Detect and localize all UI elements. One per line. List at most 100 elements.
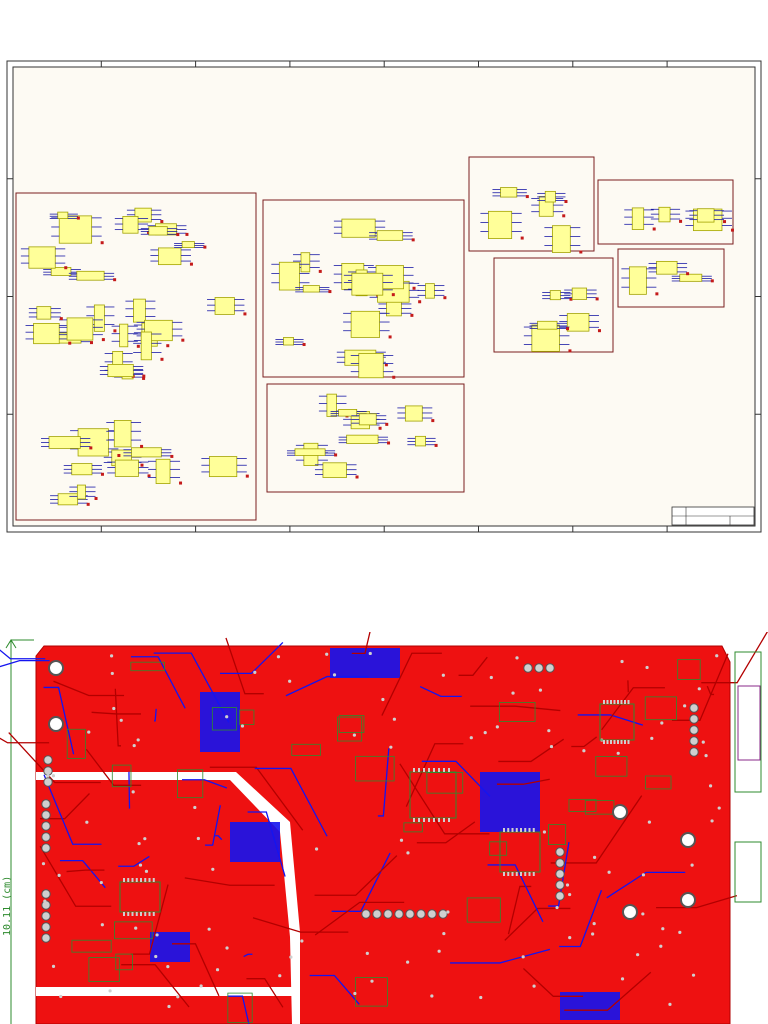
ic-pad [413, 768, 415, 772]
pcb-trace [85, 748, 142, 786]
net-marker [418, 300, 422, 304]
via [207, 927, 211, 931]
via [538, 688, 543, 692]
schematic-part [157, 247, 182, 266]
pcb-trace [172, 943, 220, 997]
via [641, 873, 646, 877]
via [660, 721, 664, 725]
net-marker [564, 200, 568, 204]
connector-pad [523, 663, 533, 673]
net-marker [142, 374, 146, 378]
via [193, 805, 197, 810]
pcb-trace [309, 974, 360, 1005]
silkscreen-outline [548, 824, 567, 846]
silkscreen-outline [644, 696, 677, 721]
schematic-part [57, 211, 69, 219]
via [645, 665, 649, 670]
ic-pad [620, 700, 623, 704]
via [479, 995, 483, 1000]
block-connector [617, 248, 725, 308]
connector-pad [41, 810, 51, 820]
via [565, 883, 570, 887]
silkscreen-outline [354, 977, 388, 1007]
via [430, 994, 434, 998]
board-clearance [36, 987, 300, 996]
ic-pad [507, 828, 510, 832]
pcb-trace [53, 680, 125, 697]
schematic-part [278, 261, 300, 291]
schematic-part [571, 287, 588, 300]
via [41, 862, 46, 866]
via [85, 820, 89, 824]
pcb-layout-view [0, 632, 768, 1024]
block-regulator [468, 156, 595, 254]
net-marker [101, 338, 105, 342]
schematic-part [48, 436, 81, 449]
ic-pad [140, 912, 142, 916]
via [650, 736, 654, 740]
ic-pad [423, 818, 425, 822]
pcb-trace [458, 656, 488, 676]
ic-pad [123, 878, 125, 882]
via [495, 725, 499, 729]
via [547, 729, 551, 733]
schematic-part [76, 484, 86, 500]
net-marker [245, 474, 249, 478]
via [155, 933, 159, 937]
net-marker [355, 475, 359, 479]
schematic-part [214, 297, 235, 315]
bottom-copper-pour [230, 822, 280, 862]
pcb-trace [43, 686, 75, 755]
pcb-trace [225, 637, 264, 695]
via [568, 892, 572, 897]
pcb-trace [153, 652, 230, 723]
ic-pad [433, 818, 435, 822]
connector-pad [41, 843, 51, 853]
schematic-part [358, 353, 384, 379]
pcb-trace [43, 774, 102, 845]
connector-pad [43, 766, 53, 776]
schematic-part [500, 187, 518, 198]
net-marker [391, 293, 395, 297]
net-marker [568, 349, 572, 353]
schematic-part [119, 323, 129, 348]
via [59, 994, 63, 999]
net-marker [113, 329, 117, 333]
schematic-part [58, 215, 93, 244]
pcb-trace [254, 767, 328, 837]
schematic-part [28, 246, 56, 269]
pcb-trace [656, 894, 738, 909]
schematic-part [50, 267, 72, 276]
ic-pad [448, 768, 450, 772]
via [542, 830, 547, 834]
via [314, 847, 319, 851]
silkscreen-outline [595, 755, 628, 777]
connector-pad [689, 703, 699, 713]
via [641, 912, 645, 916]
connector-pad [41, 922, 51, 932]
ic-footprint [599, 700, 635, 744]
connector-pad [41, 911, 51, 921]
silkscreen-outline [111, 764, 132, 788]
ic-pad [148, 912, 151, 916]
schematic-part [131, 447, 162, 458]
ic-pad [443, 818, 445, 822]
schematic-part [300, 252, 311, 273]
via [176, 995, 180, 999]
via [51, 964, 56, 968]
net-marker [59, 317, 63, 321]
block-frame [617, 248, 725, 308]
schematic-part [414, 435, 426, 447]
connector-pad [361, 909, 371, 919]
via [437, 949, 441, 953]
schematic-part [133, 298, 146, 323]
block-sensor [493, 257, 614, 353]
schematic-part [283, 337, 294, 346]
via [532, 984, 536, 988]
ic-pad [627, 740, 630, 744]
ic-pad [613, 740, 616, 744]
pcb-trace [331, 852, 391, 912]
pcb-trace [496, 778, 550, 785]
net-marker [160, 357, 164, 361]
pcb-trace [0, 649, 46, 660]
